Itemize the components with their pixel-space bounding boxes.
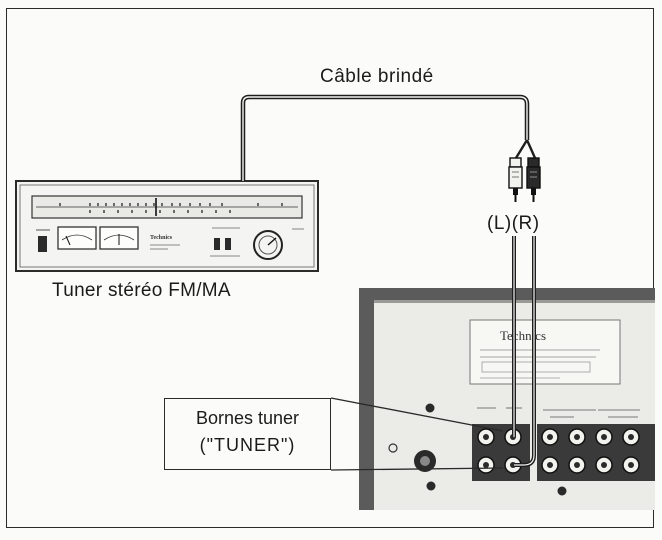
cable-label: Câble brindé: [320, 66, 434, 87]
connection-lead-right: [514, 236, 536, 467]
dial-scale-ticks: [59, 203, 283, 213]
callout-title: Bornes tuner: [195, 408, 300, 428]
shielded-cable: [240, 94, 537, 181]
model-plate: [469, 319, 621, 385]
mode-switch: [214, 238, 220, 250]
tape-jacks: [541, 428, 640, 474]
power-button: [38, 236, 47, 252]
stereo-tuner: Technics: [15, 180, 319, 272]
figure-border: [6, 8, 654, 528]
rca-plug-left: [508, 157, 523, 202]
amplifier-rear-panel: Technics: [359, 288, 655, 510]
plug-channel-label: (L)(R): [487, 213, 540, 234]
phono-jacks: [477, 428, 495, 474]
selector-switch: [225, 238, 231, 250]
rca-plug-right: [526, 157, 541, 202]
callout-leader-lines: [330, 397, 504, 471]
callout-subtitle: ("TUNER"): [199, 435, 296, 455]
panel-screw: [557, 486, 567, 496]
amplifier-brand-text: Technics: [500, 328, 546, 343]
tuner-label: Tuner stéréo FM/MA: [52, 280, 231, 301]
signal-meter: [57, 226, 97, 250]
tuner-brand-text: Technics: [150, 235, 173, 241]
panel-screw: [426, 481, 436, 491]
tuner-terminals-callout: Bornes tuner ("TUNER"): [164, 398, 331, 470]
panel-screw: [425, 403, 435, 413]
